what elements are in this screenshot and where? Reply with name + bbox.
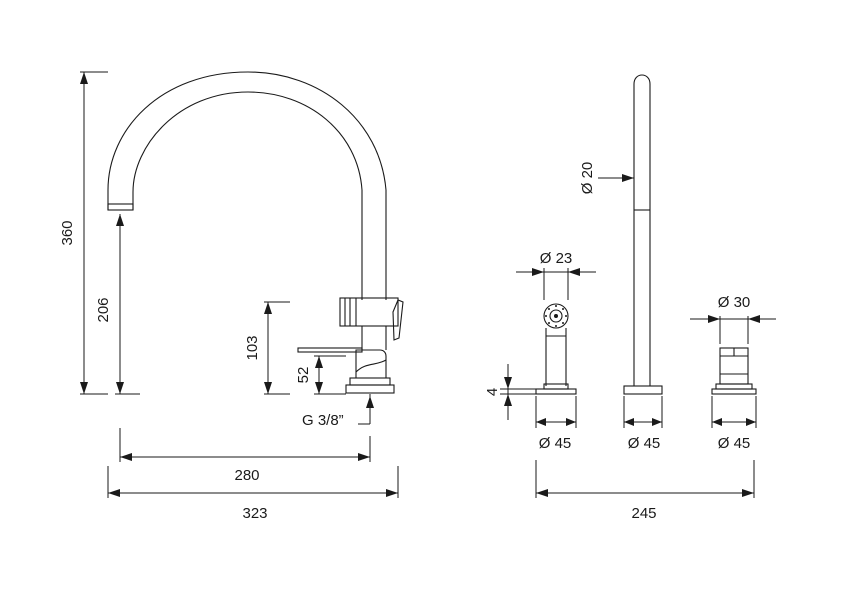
dimension-base-dia-2: Ø 45 xyxy=(623,396,663,452)
dimension-base-height: 52 xyxy=(295,355,346,395)
dimension-spout-height: 206 xyxy=(95,214,140,395)
dimension-handle-dia: Ø 30 xyxy=(690,294,776,344)
dim-lever-height-label: 103 xyxy=(244,335,261,360)
dimension-lever-height: 103 xyxy=(244,301,290,395)
dimension-base-dia-3: Ø 45 xyxy=(711,396,757,452)
thread-label: G 3/8” xyxy=(302,412,344,429)
dim-total-height-label: 360 xyxy=(59,220,76,245)
dim-handle-dia-label: Ø 30 xyxy=(718,294,751,311)
dimension-total-width: 323 xyxy=(107,466,399,522)
dim-spout-reach-label: 280 xyxy=(234,467,259,484)
dim-spout-height-label: 206 xyxy=(95,297,112,322)
dim-total-width-label: 323 xyxy=(242,505,267,522)
dimension-total-height: 360 xyxy=(59,71,108,395)
dimension-spout-reach: 280 xyxy=(119,428,371,484)
handle-outline xyxy=(711,347,757,395)
spray-head-outline xyxy=(535,303,577,395)
mixer-tap-outline xyxy=(107,71,404,394)
dimension-spray-head-dia: Ø 23 xyxy=(516,250,596,300)
dim-base-dia-2-label: Ø 45 xyxy=(628,435,661,452)
dimension-set-width: 245 xyxy=(535,460,755,522)
hand-shower-outline xyxy=(623,74,663,395)
dim-plate-thickness-label: 4 xyxy=(484,388,501,396)
dim-set-width-label: 245 xyxy=(631,505,656,522)
dimension-hand-shower-dia: Ø 20 xyxy=(579,162,634,195)
dim-base-dia-3-label: Ø 45 xyxy=(718,435,751,452)
thread-callout: G 3/8” xyxy=(302,394,374,429)
dimension-plate-thickness: 4 xyxy=(484,364,536,420)
dimension-base-dia-1: Ø 45 xyxy=(535,396,577,452)
dim-hand-shower-dia-label: Ø 20 xyxy=(579,162,596,195)
dim-base-dia-1-label: Ø 45 xyxy=(539,435,572,452)
dim-base-height-label: 52 xyxy=(295,367,312,384)
dim-spray-head-dia-label: Ø 23 xyxy=(540,250,573,267)
